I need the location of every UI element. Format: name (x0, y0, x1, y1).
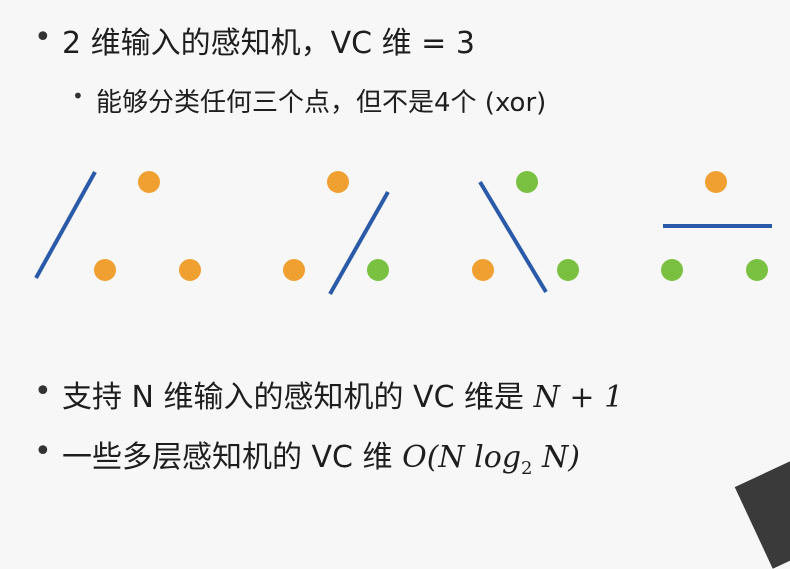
bullet-dot: • (34, 374, 52, 409)
bullet-text: 2 维输入的感知机，VC 维 = 3 (62, 26, 475, 61)
point-orange (94, 259, 116, 281)
point-orange (472, 259, 494, 281)
separator-line (34, 171, 97, 279)
corner-overlay (734, 453, 790, 569)
bullet-text: 一些多层感知机的 VC 维 O(N log2 N) (62, 432, 580, 479)
point-green (516, 171, 538, 193)
bullet-text-main: 一些多层感知机的 VC 维 (62, 440, 393, 475)
group-2 (283, 171, 390, 295)
point-green (367, 259, 389, 281)
point-orange (327, 171, 349, 193)
math-sub: 2 (521, 458, 533, 479)
bullet-text-main: 支持 N 维输入的感知机的 VC 维是 (62, 380, 525, 415)
bullet-dot: • (34, 20, 52, 55)
group-4 (661, 171, 772, 281)
bullet-dot: • (72, 84, 84, 108)
separator-line (328, 191, 390, 295)
math-post: N) (532, 440, 580, 475)
perceptron-shattering-figure (34, 171, 772, 295)
math-o-n-log-n: O(N log2 N) (402, 440, 580, 479)
bullet-text: 支持 N 维输入的感知机的 VC 维是 N + 1 (62, 372, 623, 416)
bullet-text: 能够分类任何三个点，但不是4个 (xor) (96, 88, 547, 118)
point-orange (705, 171, 727, 193)
point-green (557, 259, 579, 281)
bullet-dot: • (34, 434, 52, 469)
group-3 (472, 171, 579, 294)
math-n-plus-1: N + 1 (533, 380, 624, 415)
group-1 (34, 171, 201, 281)
math-pre: O(N log (402, 440, 522, 475)
point-orange (283, 259, 305, 281)
separator-line (478, 180, 548, 294)
point-green (661, 259, 683, 281)
point-orange (138, 171, 160, 193)
point-orange (179, 259, 201, 281)
point-green (746, 259, 768, 281)
